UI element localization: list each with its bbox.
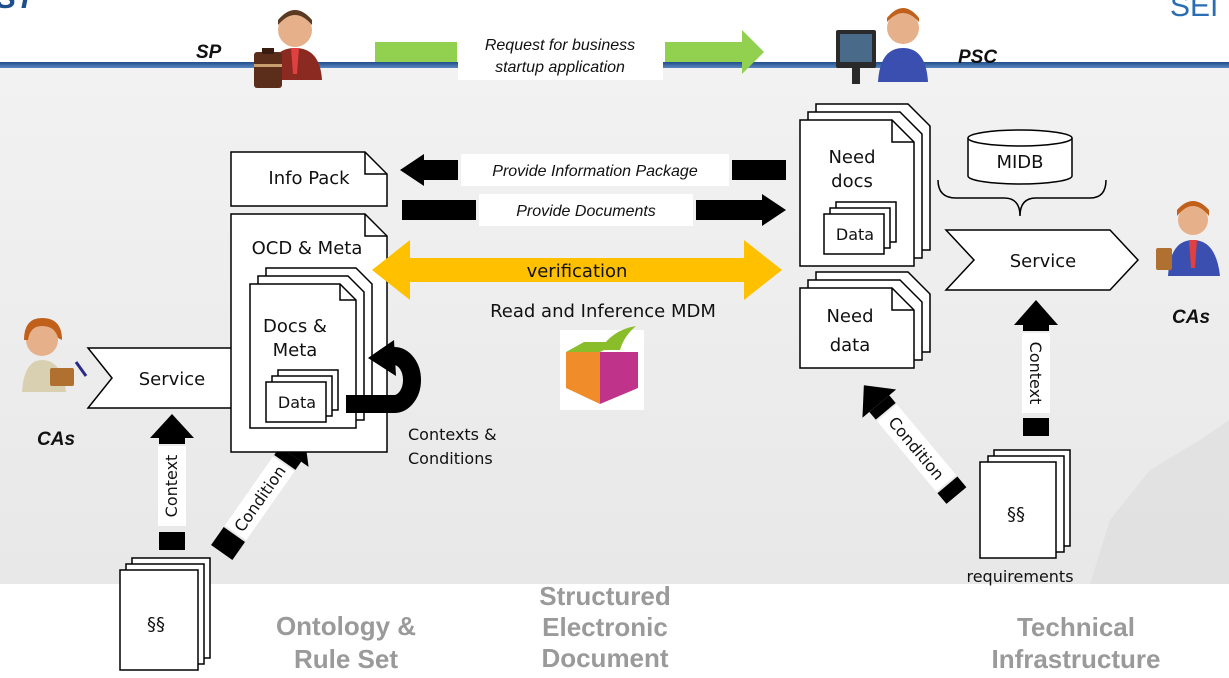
info-pack-label: Info Pack bbox=[268, 168, 350, 189]
sp-role-label: SP bbox=[196, 42, 222, 63]
info-pack-doc: Info Pack bbox=[230, 151, 388, 207]
service-left: Service bbox=[86, 347, 257, 409]
context-right-bar-bottom bbox=[1023, 418, 1049, 436]
rules-left-stack: §§ bbox=[119, 557, 211, 671]
context-right-arrowhead bbox=[1014, 300, 1058, 325]
need-docs-label-2: docs bbox=[831, 171, 873, 192]
ontology-label-1: Ontology & bbox=[276, 611, 416, 641]
need-docs-label-1: Need bbox=[828, 147, 875, 168]
docs-meta-label-2: Meta bbox=[273, 340, 318, 361]
rules-left-symbol: §§ bbox=[147, 614, 165, 635]
request-arrow-right bbox=[665, 42, 745, 62]
sp-person-icon bbox=[254, 10, 322, 88]
need-docs-stack: Need docs Data bbox=[799, 103, 931, 267]
provide-info-bar-left bbox=[424, 160, 458, 180]
rules-right-stack: §§ bbox=[979, 449, 1071, 559]
midb-label: MIDB bbox=[996, 152, 1043, 173]
provide-info-arrowhead bbox=[400, 154, 424, 186]
psc-person-icon bbox=[836, 8, 928, 84]
request-arrow-left bbox=[375, 42, 457, 62]
context-left-bar-top bbox=[159, 438, 185, 444]
request-arrow-head bbox=[742, 30, 764, 74]
context-right-bar-top bbox=[1023, 325, 1049, 331]
provide-info-label: Provide Information Package bbox=[492, 163, 698, 180]
context-right-label: Context bbox=[1026, 342, 1045, 405]
logo-left: ST bbox=[0, 0, 37, 15]
verification-label: verification bbox=[527, 261, 628, 282]
service-right-label: Service bbox=[1010, 251, 1077, 272]
need-data-label-1: Need bbox=[826, 306, 873, 327]
context-left-box bbox=[158, 446, 186, 526]
cas-left-label: CAs bbox=[37, 429, 75, 450]
cas-right-icon bbox=[1156, 201, 1220, 276]
ocd-meta-label: OCD & Meta bbox=[252, 238, 363, 259]
need-data-label-2: data bbox=[830, 335, 871, 356]
requirements-label: requirements bbox=[966, 567, 1073, 586]
provide-info-text-box bbox=[461, 154, 729, 186]
request-text-line1: Request for business bbox=[485, 37, 635, 54]
need-docs-data-label: Data bbox=[836, 225, 874, 244]
docs-meta-label-1: Docs & bbox=[263, 316, 327, 337]
read-inference-label: Read and Inference MDM bbox=[490, 301, 716, 322]
verification-arrow bbox=[372, 240, 782, 300]
ontology-label-2: Rule Set bbox=[294, 644, 398, 674]
service-right: Service bbox=[944, 229, 1140, 291]
context-left-label: Context bbox=[162, 455, 181, 518]
cas-right-label: CAs bbox=[1172, 307, 1210, 328]
contexts-conditions-line1: Contexts & bbox=[408, 425, 497, 444]
context-left-bar-bottom bbox=[159, 532, 185, 550]
mdm-cube-icon bbox=[560, 326, 644, 410]
provide-docs-bar-right bbox=[696, 200, 762, 220]
technical-label-2: Infrastructure bbox=[991, 644, 1160, 674]
context-right-box bbox=[1022, 333, 1050, 413]
structured-label-2: Electronic bbox=[542, 612, 668, 642]
u-turn-arrow bbox=[346, 340, 421, 413]
need-data-stack: Need data bbox=[799, 271, 931, 369]
provide-docs-bar-left bbox=[402, 200, 476, 220]
provide-info-bar-right bbox=[732, 160, 786, 180]
service-left-label: Service bbox=[139, 369, 206, 390]
psc-role-label: PSC bbox=[958, 47, 997, 68]
cas-left-icon bbox=[22, 318, 88, 392]
rules-right-symbol: §§ bbox=[1007, 504, 1025, 525]
logo-right: SEI bbox=[1170, 0, 1218, 23]
map-shape bbox=[1090, 420, 1229, 584]
request-text-line2: startup application bbox=[495, 59, 625, 76]
technical-label-1: Technical bbox=[1017, 612, 1135, 642]
docs-meta-stack: Docs & Meta Data bbox=[249, 267, 373, 429]
contexts-conditions-line2: Conditions bbox=[408, 449, 493, 468]
midb-database-icon: MIDB bbox=[967, 129, 1073, 185]
structured-label-1: Structured bbox=[539, 581, 670, 611]
provide-docs-label: Provide Documents bbox=[516, 203, 656, 220]
provide-docs-arrowhead bbox=[762, 194, 786, 226]
request-text-box bbox=[458, 30, 663, 80]
structured-label-3: Document bbox=[541, 643, 668, 673]
docs-meta-data-label: Data bbox=[278, 393, 316, 412]
provide-docs-text-box bbox=[479, 194, 693, 226]
midb-brace bbox=[937, 179, 1107, 217]
context-left-arrowhead bbox=[150, 414, 194, 438]
